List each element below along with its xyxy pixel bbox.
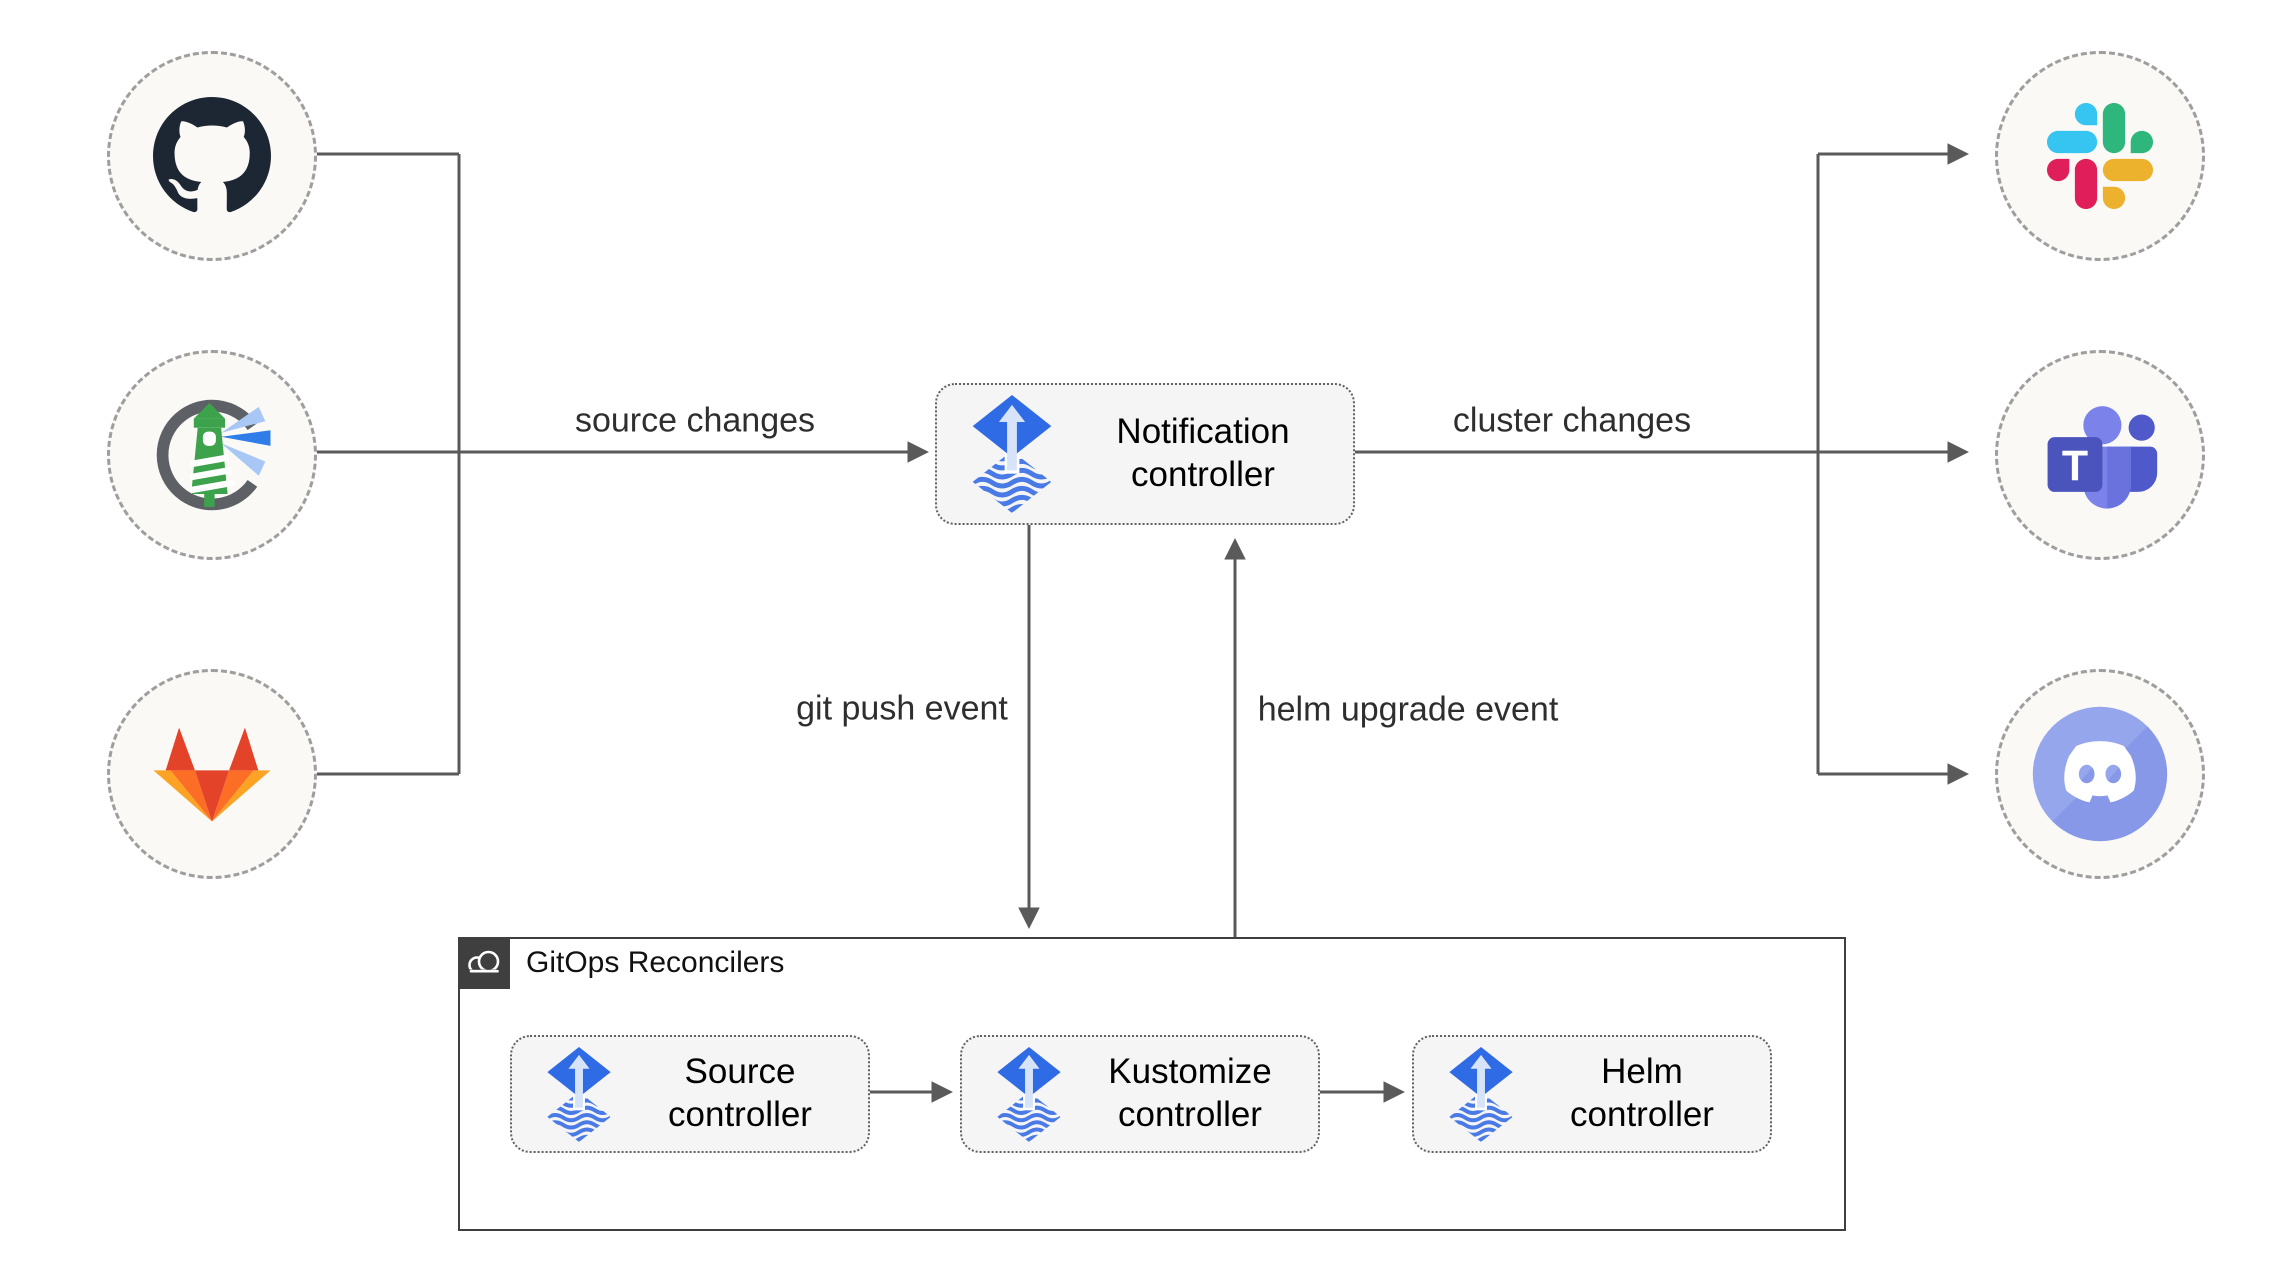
kustomize-controller-box: Kustomize controller [960,1035,1320,1153]
node-github [107,51,317,261]
node-slack [1995,51,2205,261]
flux-icon [1449,1046,1513,1142]
notification-controller-label: Notification controller [1116,412,1290,494]
node-harbor [107,350,317,560]
flux-icon [547,1046,611,1142]
node-teams: T [1995,350,2205,560]
discord-icon [2032,706,2168,842]
source-controller-label: Source controller [668,1052,812,1134]
source-controller-box: Source controller [510,1035,870,1153]
cloud-icon [466,950,502,978]
helm-controller-box: Helm controller [1412,1035,1772,1153]
edge-label-source-changes: source changes [574,401,816,440]
group-badge [458,937,510,989]
teams-icon: T [2047,406,2158,509]
notification-controller-box: Notification controller [935,383,1355,525]
group-title: GitOps Reconcilers [526,946,785,979]
flux-icon [972,395,1052,513]
slack-icon [2047,103,2153,209]
edge-label-cluster-changes: cluster changes [1452,401,1692,440]
node-discord [1995,669,2205,879]
edge-label-helm-upgrade-event: helm upgrade event [1257,690,1559,729]
flux-icon [997,1046,1061,1142]
helm-controller-label: Helm controller [1570,1052,1714,1134]
svg-text:T: T [2062,442,2088,490]
gitops-reconcilers-group: GitOps Reconcilers Source controller [458,937,1846,1231]
edge-label-git-push-event: git push event [796,689,1008,728]
harbor-icon [156,399,271,511]
kustomize-controller-label: Kustomize controller [1108,1052,1272,1134]
node-gitlab [107,669,317,879]
gitlab-icon [153,727,271,822]
github-icon [153,97,271,213]
